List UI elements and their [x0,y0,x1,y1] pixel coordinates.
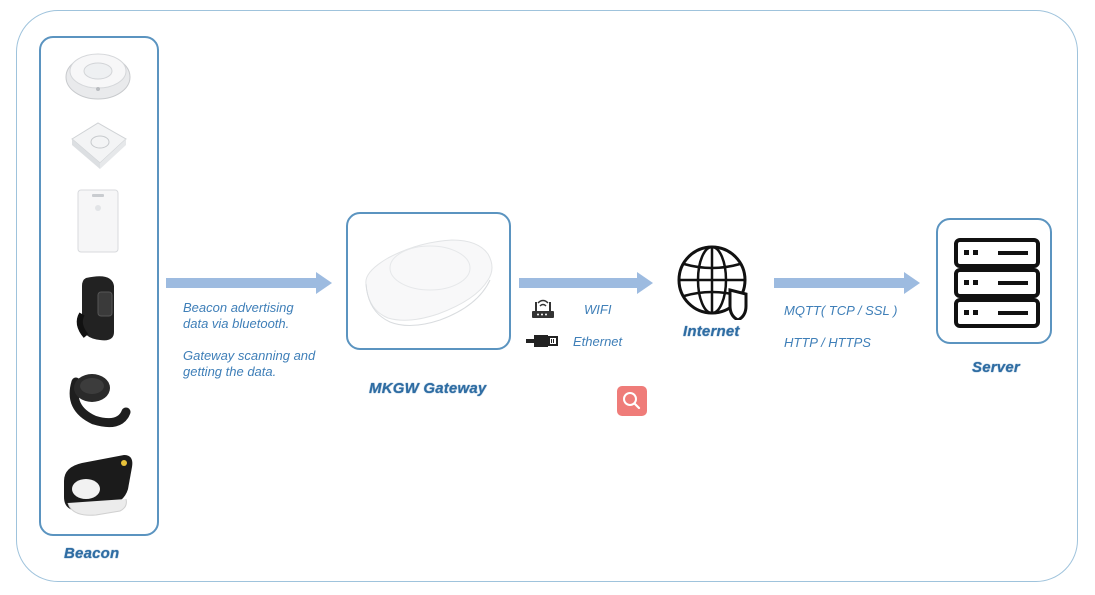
round-beacon-device [62,45,134,103]
http-label: HTTP / HTTPS [784,335,871,351]
ethernet-label: Ethernet [573,334,622,350]
internet-label: Internet [683,323,740,340]
gateway-label: MKGW Gateway [369,380,486,397]
ethernet-plug-icon [526,333,560,349]
wristband-tag-device [68,368,132,430]
advertising-note-line2: data via bluetooth. [183,316,289,332]
bluetooth-arrow [166,278,318,288]
router-icon [530,298,556,320]
server-rack-icon [938,220,1050,342]
gateway-device-image [348,214,509,348]
scanning-note-line1: Gateway scanning and [183,348,315,364]
globe-shield-icon [676,244,752,320]
server-label: Server [972,359,1020,376]
network-arrow [519,278,639,288]
protocol-arrow [774,278,906,288]
card-beacon-device [76,188,122,256]
advertising-note-line1: Beacon advertising [183,300,294,316]
square-beacon-device [64,117,132,173]
server-box [936,218,1052,344]
beacon-label: Beacon [64,545,119,562]
usb-beacon-device [62,451,138,519]
gateway-box [346,212,511,350]
wifi-label: WIFI [584,302,611,318]
scanning-note-line2: getting the data. [183,364,276,380]
search-button[interactable] [617,386,647,416]
search-icon [617,386,647,416]
mqtt-label: MQTT( TCP / SSL ) [784,303,897,319]
diagram-frame [16,10,1078,582]
band-bracelet-device [72,274,128,344]
